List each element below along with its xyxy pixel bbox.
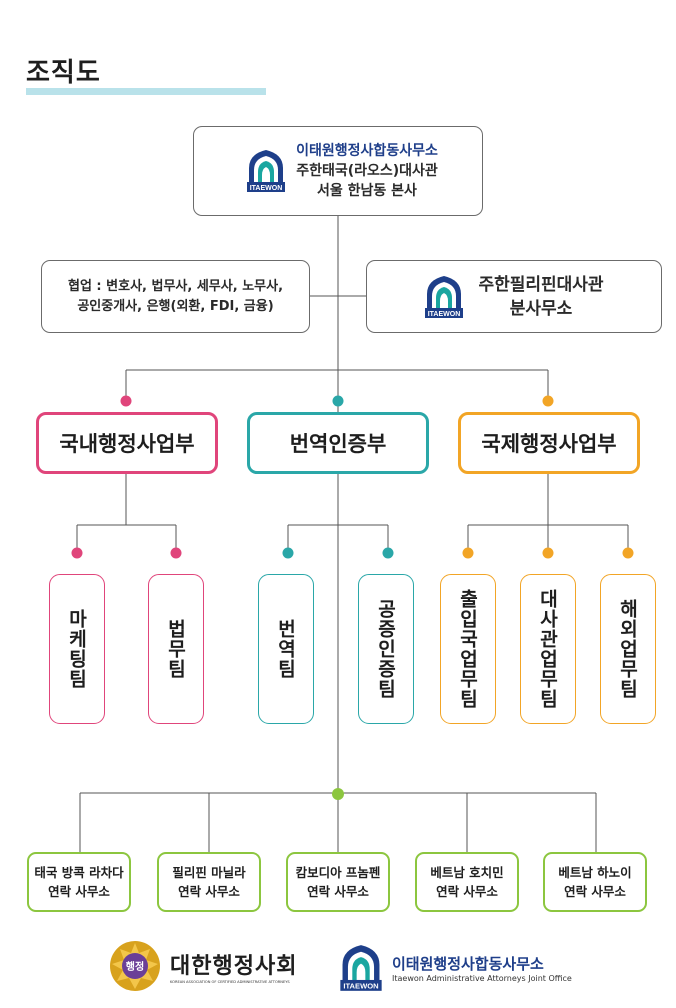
team-marketing: 마케팅팀 (49, 574, 105, 724)
headquarters-location: 서울 한남동 본사 (317, 182, 417, 199)
office-location: 베트남 하노이 (558, 865, 632, 880)
office-type: 연락 사무소 (307, 884, 369, 899)
partner-line2: 공인중개사, 은행(외환, FDI, 금융) (77, 298, 274, 314)
branch-embassy: 주한필리핀대사관 (478, 274, 604, 295)
team-translation: 번역팀 (258, 574, 314, 724)
team-legal: 법무팀 (148, 574, 204, 724)
office-location: 태국 방콕 라차다 (34, 865, 124, 880)
association-subtitle: KOREAN ASSOCIATION OF CERTIFIED ADMINIST… (170, 980, 290, 984)
office-phnom-penh: 캄보디아 프놈펜 연락 사무소 (286, 852, 390, 912)
office-manila: 필리핀 마닐라 연락 사무소 (157, 852, 261, 912)
headquarters-embassy: 주한태국(라오스)대사관 (296, 162, 438, 179)
department-domestic: 국내행정사업부 (36, 412, 218, 474)
office-ho-chi-minh: 베트남 호치민 연락 사무소 (415, 852, 519, 912)
office-type: 연락 사무소 (564, 884, 626, 899)
footer-association: 행정 대한행정사회 KOREAN ASSOCIATION OF CERTIFIE… (108, 938, 328, 994)
svg-text:ITAEWON: ITAEWON (250, 185, 283, 192)
team-overseas: 해외업무팀 (600, 574, 656, 724)
office-location: 베트남 호치민 (430, 865, 504, 880)
office-location: 필리핀 마닐라 (172, 865, 246, 880)
footer-firm: ITAEWON 이태원행정사합동사무소 Itaewon Administrati… (338, 942, 638, 994)
office-location: 캄보디아 프놈펜 (295, 865, 381, 880)
department-translation: 번역인증부 (247, 412, 429, 474)
svg-text:행정: 행정 (126, 960, 144, 973)
office-type: 연락 사무소 (436, 884, 498, 899)
team-notarization: 공증인증팀 (358, 574, 414, 724)
office-bangkok: 태국 방콕 라차다 연락 사무소 (27, 852, 131, 912)
svg-text:ITAEWON: ITAEWON (343, 982, 378, 991)
firm-name: 이태원행정사합동사무소 (392, 955, 544, 973)
itaewon-logo-icon: ITAEWON (340, 945, 382, 991)
firm-subtitle: Itaewon Administrative Attorneys Joint O… (392, 974, 572, 983)
office-type: 연락 사무소 (178, 884, 240, 899)
partner-box: 협업 : 변호사, 법무사, 세무사, 노무사, 공인중개사, 은행(외환, F… (41, 260, 310, 333)
office-hanoi: 베트남 하노이 연락 사무소 (543, 852, 647, 912)
branch-office: 분사무소 (509, 298, 573, 319)
association-name: 대한행정사회 (170, 954, 298, 979)
headquarters-name: 이태원행정사합동사무소 (296, 142, 438, 159)
itaewon-logo-icon: ITAEWON (247, 150, 286, 192)
itaewon-logo-icon: ITAEWON (425, 275, 464, 318)
partner-line1: 협업 : 변호사, 법무사, 세무사, 노무사, (67, 278, 284, 294)
title-underline (26, 88, 266, 95)
department-international: 국제행정사업부 (458, 412, 640, 474)
association-seal-icon: 행정 (110, 941, 160, 991)
team-immigration: 출입국업무팀 (440, 574, 496, 724)
headquarters-box: ITAEWON 이태원행정사합동사무소 주한태국(라오스)대사관 서울 한남동 … (193, 126, 483, 216)
office-type: 연락 사무소 (48, 884, 110, 899)
svg-text:ITAEWON: ITAEWON (428, 311, 461, 318)
page-title: 조직도 (26, 58, 101, 88)
team-embassy: 대사관업무팀 (520, 574, 576, 724)
branch-box: ITAEWON 주한필리핀대사관 분사무소 (366, 260, 662, 333)
